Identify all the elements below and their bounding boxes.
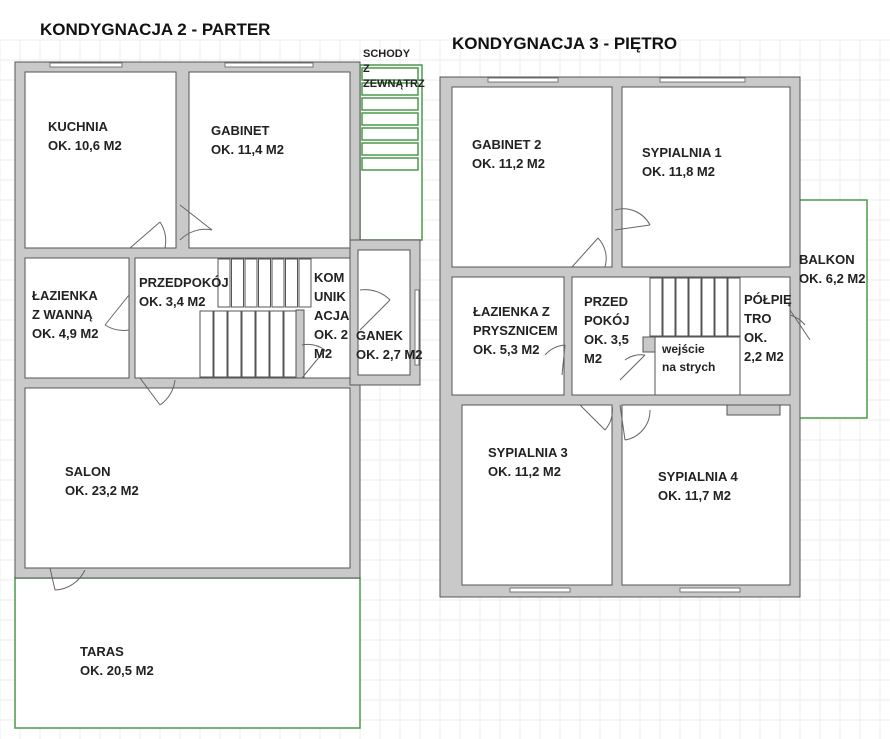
parter-plan (14, 61, 423, 729)
window (659, 77, 746, 83)
door-gabinet-2 (571, 237, 607, 268)
room-sypialnia-1 (621, 86, 791, 268)
attic-entrance (654, 336, 741, 396)
stair-step (271, 258, 285, 308)
window (49, 62, 123, 68)
door-sypialnia-1 (614, 208, 651, 231)
stair-step (662, 277, 676, 337)
outdoor-stair-step (361, 97, 419, 111)
door-lazienka-2 (544, 344, 566, 376)
pietro-title: KONDYGNACJA 3 - PIĘTRO (452, 34, 678, 53)
stair-step (241, 310, 256, 378)
stair-step (283, 310, 298, 378)
stair-step (213, 310, 228, 378)
stair-step (217, 258, 231, 308)
stair-step (199, 310, 214, 378)
stair-step (285, 258, 298, 308)
door-balcony (789, 309, 811, 341)
stair-step (231, 258, 244, 308)
room-sypialnia-4 (621, 404, 791, 586)
room-kuchnia (24, 71, 177, 249)
outdoor-stair-step (361, 67, 419, 81)
door-sypialnia-4 (619, 404, 651, 441)
room-gabinet-2 (451, 86, 613, 268)
outdoor-stair-step (361, 157, 419, 171)
door-ganek (359, 289, 391, 331)
window (224, 62, 314, 68)
stair-step (649, 277, 663, 337)
parter-title: KONDYGNACJA 2 - PARTER (40, 20, 271, 39)
stair-step (727, 277, 741, 337)
stair-step (269, 310, 284, 378)
terrace-outline (14, 577, 361, 729)
door-terrace (49, 567, 86, 591)
room-lazienka-prysznic (451, 276, 565, 396)
stair-step (244, 258, 258, 308)
door-kuchnia (129, 221, 167, 249)
door-salon (139, 377, 176, 406)
outdoor-stair-step (361, 82, 419, 96)
stair-step (227, 310, 242, 378)
outdoor-stair-step (361, 142, 419, 156)
room-lazienka (24, 257, 130, 379)
window (509, 587, 571, 593)
door-komunikacja (301, 344, 326, 379)
window (414, 289, 420, 366)
door-lazienka (104, 294, 130, 331)
balcony-outline (797, 199, 868, 419)
door-sypialnia-3 (579, 404, 613, 431)
stair-step (298, 258, 312, 308)
room-gabinet (188, 71, 351, 249)
door-attic (619, 354, 646, 381)
window (487, 77, 559, 83)
wall-segment (642, 336, 656, 353)
stair-step (675, 277, 689, 337)
stair-step (701, 277, 715, 337)
stair-step (688, 277, 702, 337)
stair-step (714, 277, 728, 337)
stair-step (258, 258, 271, 308)
pietro-plan (439, 76, 868, 598)
partition-wall (295, 309, 305, 379)
window (679, 587, 741, 593)
room-ganek (357, 249, 411, 376)
room-salon (24, 387, 351, 569)
door-gabinet (179, 204, 213, 241)
outdoor-stair-step (361, 127, 419, 141)
outdoor-stair-step (361, 112, 419, 126)
room-sypialnia-3 (461, 404, 613, 586)
stair-step (255, 310, 270, 378)
wall-segment (726, 404, 781, 416)
